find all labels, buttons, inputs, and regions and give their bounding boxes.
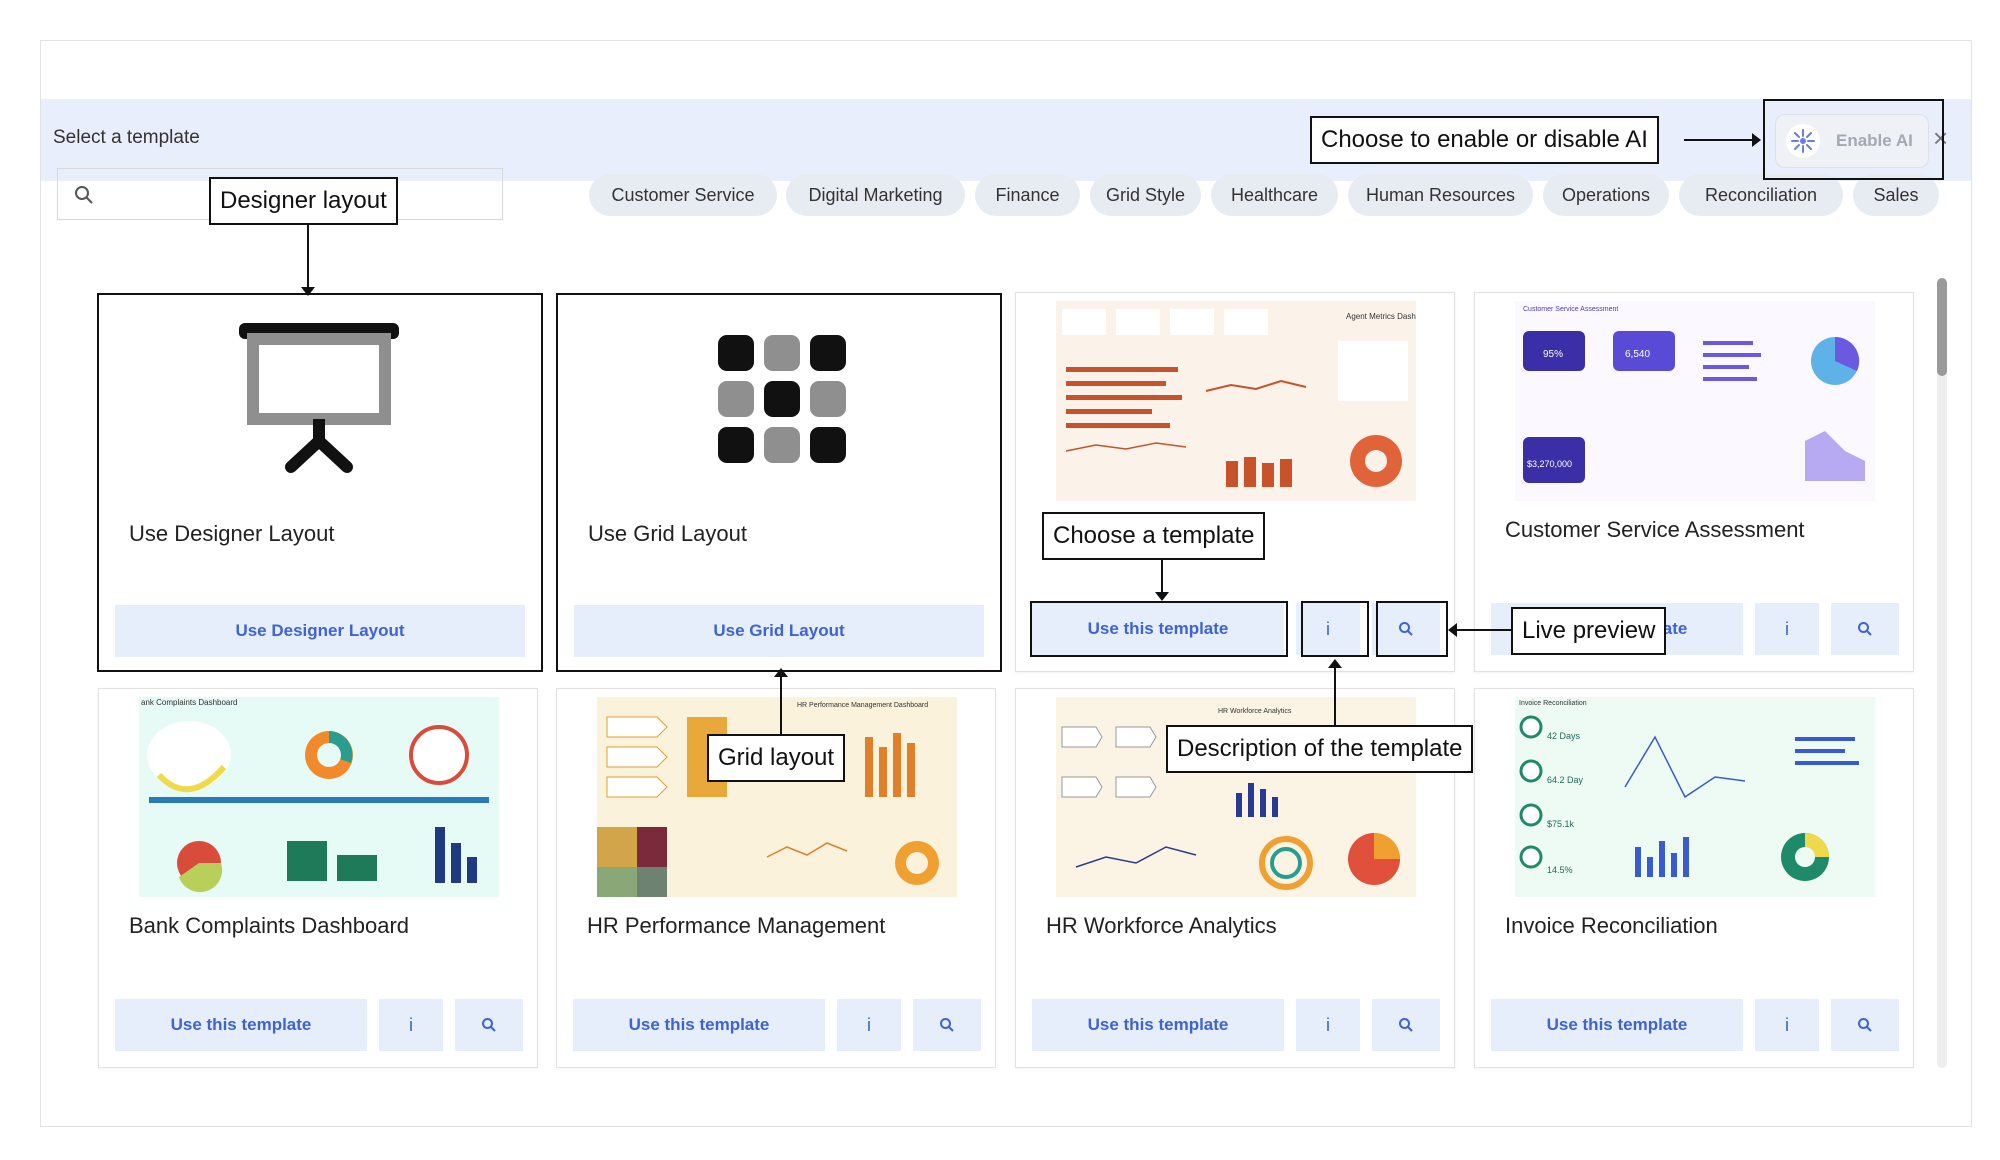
card-title: Use Grid Layout (588, 521, 747, 546)
template-thumbnail: Agent Metrics Dashboard (1056, 301, 1436, 501)
annotation-highlight (1763, 99, 1944, 180)
thumb-kpi: $3,270,000 (1527, 459, 1572, 469)
card-title: Customer Service Assessment (1505, 517, 1805, 542)
annotation-highlight (1301, 601, 1369, 657)
annotation-enable-ai: Choose to enable or disable AI (1310, 116, 1659, 164)
template-card[interactable]: Customer Service Assessment 95% 6,540 $3… (1474, 292, 1914, 672)
grid-dots-icon (718, 335, 846, 463)
annotation-grid-layout: Grid layout (707, 734, 846, 782)
thumb-title: HR Workforce Analytics (1218, 708, 1292, 715)
zoom-icon (1399, 622, 1413, 636)
annotation-arrowhead (301, 287, 315, 296)
template-card[interactable]: Agent Metrics Dashboard Use this templat… (1015, 292, 1455, 672)
annotation-highlight (1376, 601, 1448, 657)
card-title: HR Performance Management (587, 913, 886, 938)
thumb-title: Invoice Reconciliation (1519, 700, 1587, 707)
annotation-line (307, 223, 309, 291)
enable-ai-label: Enable AI (1836, 131, 1913, 150)
thumb-kpi: 42 Days (1547, 731, 1581, 741)
template-info-button[interactable]: i (1755, 999, 1819, 1051)
template-thumbnail: HR Performance Management Dashboard (597, 697, 957, 897)
thumb-kpi: 14.5% (1547, 865, 1573, 875)
use-template-button[interactable]: Use this template (573, 999, 825, 1051)
template-info-button[interactable]: i (1755, 603, 1819, 655)
category-chip[interactable]: Operations (1543, 174, 1669, 216)
template-info-button[interactable]: i (1296, 603, 1360, 655)
live-preview-button[interactable] (455, 999, 523, 1051)
card-title: Use Designer Layout (129, 521, 335, 546)
category-chip[interactable]: Digital Marketing (786, 174, 965, 216)
enable-ai-toggle[interactable]: Enable AI (1775, 114, 1929, 168)
live-preview-button[interactable] (913, 999, 981, 1051)
live-preview-button[interactable] (1372, 999, 1440, 1051)
category-chip[interactable]: Reconciliation (1679, 174, 1843, 216)
live-preview-button[interactable] (1372, 603, 1440, 655)
live-preview-button[interactable] (1831, 999, 1899, 1051)
annotation-arrowhead (1328, 659, 1342, 668)
zoom-icon (940, 1018, 954, 1032)
zoom-icon (1858, 622, 1872, 636)
template-card[interactable]: ank Complaints Dashboard Bank Complaints… (98, 688, 538, 1068)
category-chip[interactable]: Grid Style (1090, 174, 1201, 216)
category-chip[interactable]: Sales (1853, 174, 1939, 216)
search-icon (75, 186, 93, 204)
grid-layout-card[interactable]: Use Grid Layout Use Grid Layout (556, 293, 1002, 672)
use-template-button[interactable]: Use this template (1032, 603, 1284, 655)
ai-sparkle-icon (1786, 124, 1820, 158)
template-thumbnail: ank Complaints Dashboard (139, 697, 499, 897)
zoom-icon (1858, 1018, 1872, 1032)
thumb-title: Customer Service Assessment (1523, 306, 1618, 313)
thumb-title: ank Complaints Dashboard (141, 698, 238, 707)
template-card[interactable]: Invoice Reconciliation 42 Days 64.2 Day … (1474, 688, 1914, 1068)
annotation-arrowhead (774, 668, 788, 677)
template-info-button[interactable]: i (1296, 999, 1360, 1051)
thumb-title: HR Performance Management Dashboard (797, 702, 928, 709)
close-button[interactable]: × (1933, 123, 1949, 153)
annotation-arrowhead (1155, 592, 1169, 601)
annotation-line (1684, 139, 1754, 141)
use-grid-layout-button[interactable]: Use Grid Layout (574, 605, 984, 657)
category-chip[interactable]: Human Resources (1348, 174, 1533, 216)
annotation-arrowhead (1752, 133, 1761, 147)
annotation-line (780, 676, 782, 734)
presentation-board-icon (239, 323, 399, 473)
thumb-kpi: 6,540 (1625, 349, 1650, 360)
use-template-button[interactable]: Use this template (1032, 999, 1284, 1051)
zoom-icon (1399, 1018, 1413, 1032)
thumb-kpi: 95% (1543, 349, 1563, 360)
dialog-title: Select a template (53, 127, 200, 148)
annotation-live-preview: Live preview (1511, 607, 1667, 655)
annotation-line (1456, 629, 1511, 631)
annotation-designer-layout: Designer layout (209, 177, 398, 225)
template-thumbnail: Customer Service Assessment 95% 6,540 $3… (1515, 301, 1875, 501)
template-thumbnail: Invoice Reconciliation 42 Days 64.2 Day … (1515, 697, 1875, 897)
designer-layout-card[interactable]: Use Designer Layout Use Designer Layout (97, 293, 543, 672)
template-info-button[interactable]: i (837, 999, 901, 1051)
thumb-kpi: $75.1k (1547, 819, 1575, 829)
zoom-icon (482, 1018, 496, 1032)
annotation-arrowhead (1448, 623, 1457, 637)
annotation-description: Description of the template (1166, 725, 1474, 773)
live-preview-button[interactable] (1831, 603, 1899, 655)
annotation-highlight (1030, 601, 1288, 657)
card-title: Invoice Reconciliation (1505, 913, 1718, 938)
category-chip[interactable]: Customer Service (589, 174, 777, 216)
category-chip[interactable]: Finance (975, 174, 1080, 216)
scrollbar-track[interactable] (1937, 278, 1947, 1068)
dialog-header: Select a template Enable AI × (41, 99, 1971, 181)
thumb-title: Agent Metrics Dashboard (1346, 312, 1416, 321)
template-info-button[interactable]: i (379, 999, 443, 1051)
annotation-choose-template: Choose a template (1042, 512, 1266, 560)
category-chip[interactable]: Healthcare (1211, 174, 1338, 216)
annotation-line (1161, 558, 1163, 594)
use-designer-layout-button[interactable]: Use Designer Layout (115, 605, 525, 657)
card-title: Bank Complaints Dashboard (129, 913, 410, 938)
scrollbar-thumb[interactable] (1937, 278, 1947, 376)
card-title: HR Workforce Analytics (1046, 913, 1277, 938)
use-template-button[interactable]: Use this template (115, 999, 367, 1051)
thumb-kpi: 64.2 Day (1547, 775, 1584, 785)
use-template-button[interactable]: Use this template (1491, 999, 1743, 1051)
template-card[interactable]: HR Workforce Analytics HR Workforce Anal… (1015, 688, 1455, 1068)
annotation-line (1334, 667, 1336, 725)
